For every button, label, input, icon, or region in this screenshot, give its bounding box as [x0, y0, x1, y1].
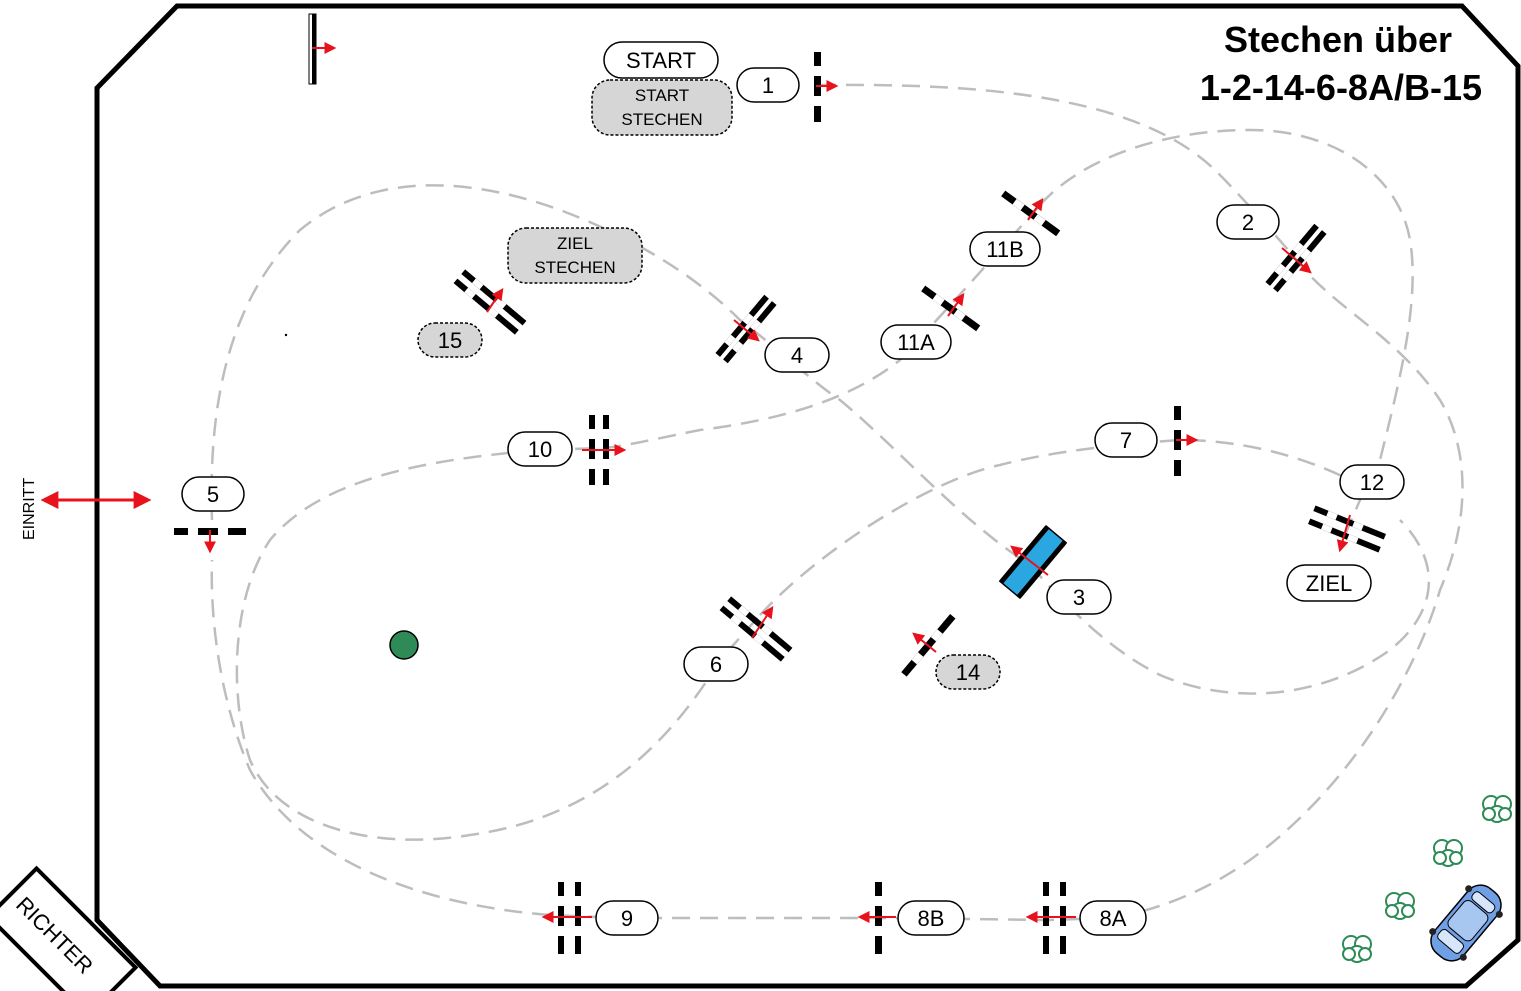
bush-icon	[1433, 839, 1463, 867]
number-11A: 11A	[880, 324, 952, 360]
number-10: 10	[507, 431, 573, 467]
obstacle-number-label: 11A	[897, 330, 935, 355]
obstacle-number-label: 7	[1120, 428, 1132, 453]
marker-dot	[284, 333, 288, 337]
obstacle-number-label: 2	[1242, 210, 1254, 235]
label-finish-jumpoff-2: STECHEN	[534, 258, 615, 277]
number-5: 5	[181, 476, 245, 512]
obstacle-8A	[1025, 882, 1076, 954]
number-8B: 8B	[897, 900, 965, 936]
number-15: 15	[417, 322, 483, 358]
number-11B: 11B	[969, 231, 1041, 267]
obstacle-7	[1174, 406, 1199, 476]
obstacle-number-label: 8A	[1100, 906, 1127, 931]
bush-icon-group	[1342, 795, 1512, 963]
number-14: 14	[935, 654, 1001, 690]
obstacle-number-label: 6	[710, 652, 722, 677]
obstacle-number-label: 4	[791, 343, 803, 368]
tree-marker	[389, 630, 419, 660]
label-start: START	[603, 41, 719, 79]
obstacle-number-label: 5	[207, 482, 219, 507]
obstacle-number-label: 12	[1360, 470, 1384, 495]
number-4: 4	[764, 337, 830, 373]
label-start-jumpoff-2: STECHEN	[621, 110, 702, 129]
obstacle-number-label: 8B	[918, 906, 945, 931]
number-9: 9	[595, 900, 659, 936]
obstacle-number-label: 11B	[986, 237, 1024, 262]
obstacle-10	[582, 415, 627, 485]
number-12: 12	[1339, 464, 1405, 500]
obstacle-8B	[857, 882, 896, 954]
entrance-marker: EINRITT	[21, 478, 152, 540]
title-line-2: 1-2-14-6-8A/B-15	[1200, 67, 1482, 108]
bush-icon	[1482, 795, 1512, 823]
obstacle-number-label: 1	[762, 73, 774, 98]
number-1: 1	[736, 67, 800, 103]
label-finish-text: ZIEL	[1306, 571, 1352, 596]
label-finish-jumpoff-1: ZIEL	[557, 234, 593, 253]
arena-border	[94, 3, 1521, 989]
obstacle-number-label: 10	[528, 437, 552, 462]
number-3: 3	[1046, 579, 1112, 615]
obstacle-extra-top	[308, 13, 337, 85]
bush-icon	[1342, 935, 1372, 963]
obstacle-number-label: 9	[621, 906, 633, 931]
car-icon	[1429, 884, 1503, 962]
obstacle-1	[814, 52, 839, 122]
obstacle-number-label: 14	[956, 660, 980, 685]
label-start-text: START	[626, 48, 696, 73]
number-7: 7	[1094, 422, 1158, 458]
obstacle-number-label: 15	[438, 328, 462, 353]
number-6: 6	[683, 646, 749, 682]
label-start-jumpoff: START STECHEN	[591, 79, 733, 136]
obstacle-6	[719, 596, 793, 662]
obstacle-number-label: 3	[1073, 585, 1085, 610]
label-finish: ZIEL	[1286, 564, 1372, 602]
obstacle-11B	[1001, 190, 1061, 237]
label-start-jumpoff-1: START	[635, 86, 689, 105]
obstacle-5	[174, 528, 246, 554]
obstacle-11A	[921, 285, 981, 332]
judge-box: RICHTER	[0, 865, 139, 991]
bush-icon	[1385, 892, 1415, 920]
number-2: 2	[1216, 204, 1280, 240]
course-route	[210, 83, 1464, 922]
entrance-label: EINRITT	[21, 478, 38, 540]
obstacle-9	[541, 882, 592, 954]
label-finish-jumpoff: ZIEL STECHEN	[507, 227, 643, 284]
title-line-1: Stechen über	[1224, 19, 1452, 60]
number-8A: 8A	[1079, 900, 1147, 936]
